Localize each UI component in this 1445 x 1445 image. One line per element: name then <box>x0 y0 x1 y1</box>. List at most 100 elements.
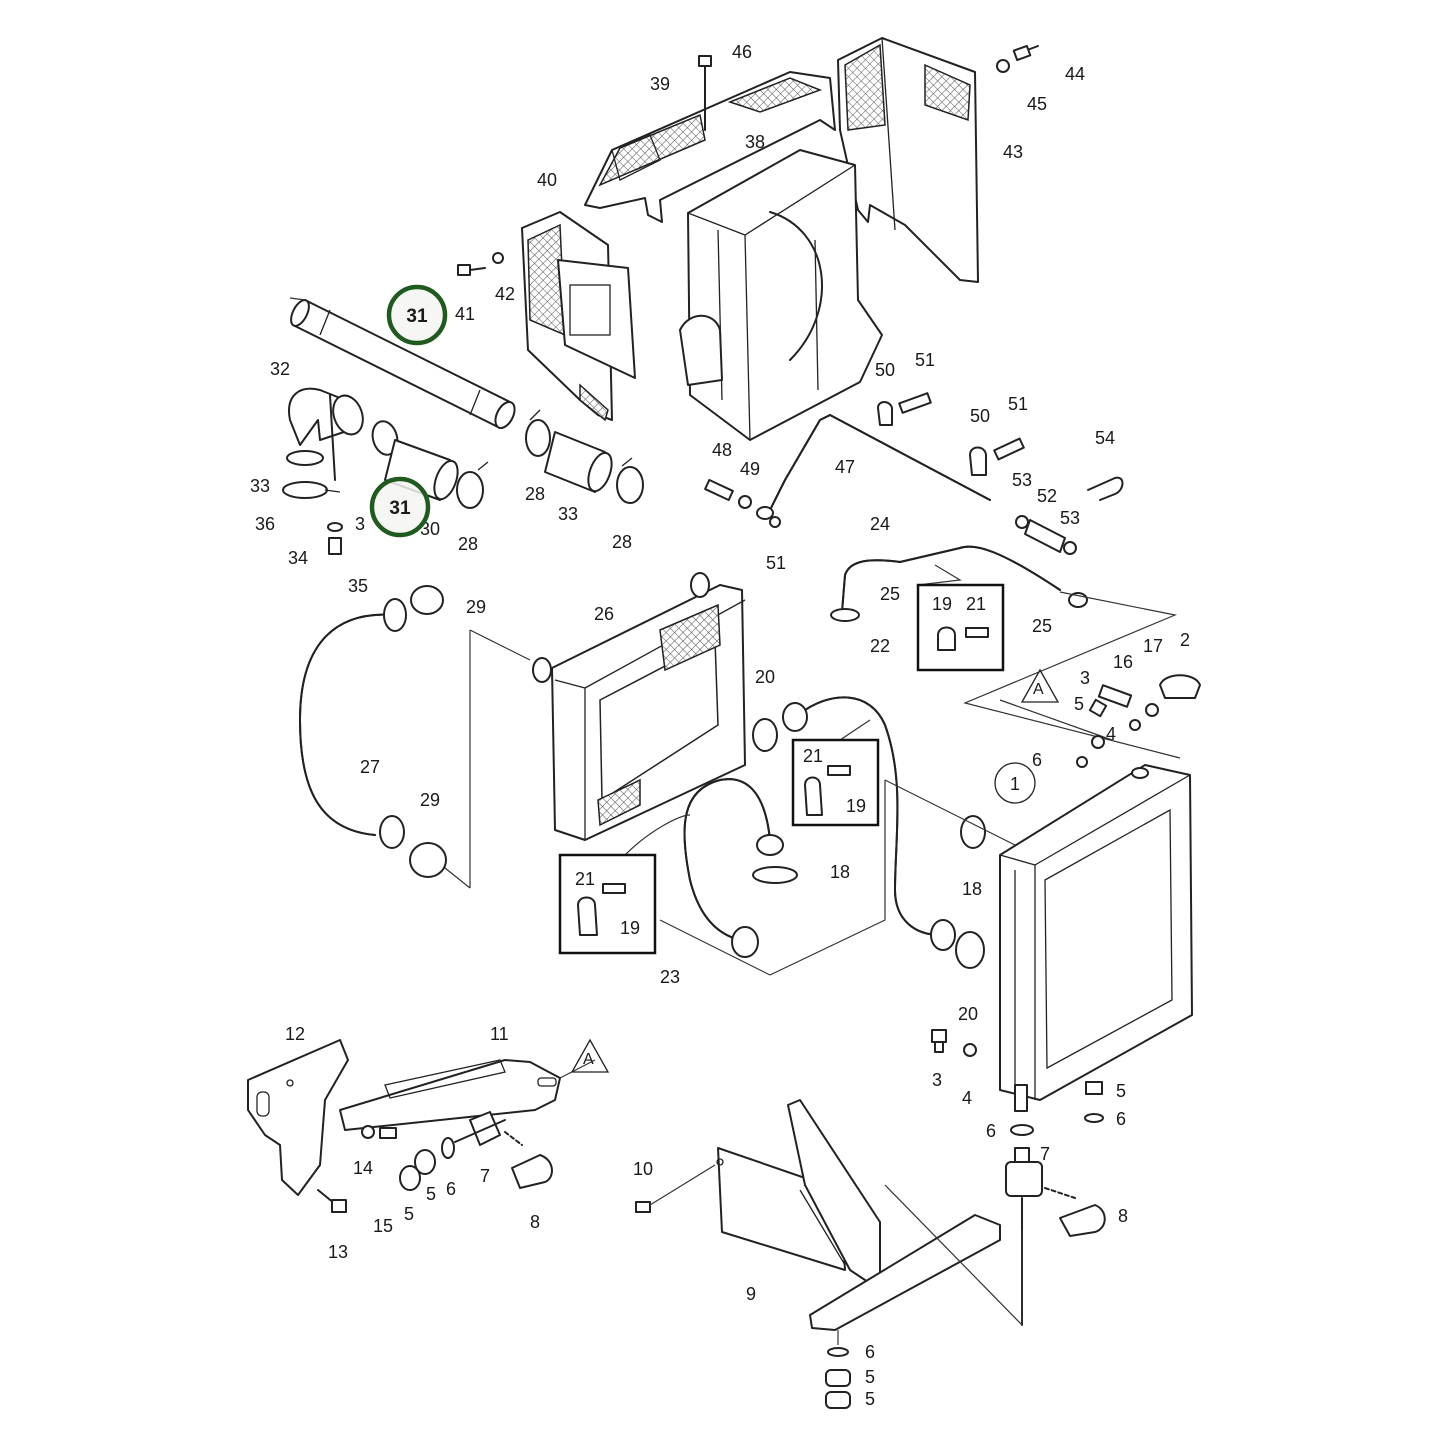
label-20: 20 <box>755 667 775 687</box>
label-5: 5 <box>404 1204 414 1224</box>
bolt-3b-washer-4b <box>931 1029 977 1057</box>
clamp-36 <box>282 481 341 499</box>
label-24: 24 <box>870 514 890 534</box>
bolt-48-49 <box>704 478 752 509</box>
label-18: 18 <box>830 862 850 882</box>
stack-6-5-5 <box>825 1347 851 1409</box>
label-44: 44 <box>1065 64 1085 84</box>
label-38: 38 <box>745 132 765 152</box>
label-6: 6 <box>1116 1109 1126 1129</box>
label-19: 19 <box>620 918 640 938</box>
label-4: 4 <box>1106 724 1116 744</box>
label-54: 54 <box>1095 428 1115 448</box>
label-39: 39 <box>650 74 670 94</box>
label-52: 52 <box>1037 486 1057 506</box>
side-panel-43 <box>837 37 979 283</box>
o-ring-33a <box>286 450 324 466</box>
label-8: 8 <box>530 1212 540 1232</box>
label-46: 46 <box>732 42 752 62</box>
label-28: 28 <box>458 534 478 554</box>
label-49: 49 <box>740 459 760 479</box>
cap-2 <box>1159 674 1201 699</box>
label-29: 29 <box>420 790 440 810</box>
highlight-label-31: 31 <box>406 306 428 327</box>
label-6: 6 <box>865 1342 875 1362</box>
charge-air-tube-31 <box>290 299 516 429</box>
label-48: 48 <box>712 440 732 460</box>
label-3: 3 <box>932 1070 942 1090</box>
label-34: 34 <box>288 548 308 568</box>
label-27: 27 <box>360 757 380 777</box>
bolt-13 <box>317 1189 347 1213</box>
label-32: 32 <box>270 359 290 379</box>
clamp-30 <box>371 420 399 456</box>
label-11: 11 <box>490 1024 509 1044</box>
label-53: 53 <box>1012 470 1032 490</box>
clip-19-21-a <box>937 626 989 651</box>
label-18: 18 <box>962 879 982 899</box>
hose-24 <box>841 545 1061 613</box>
pin-54 <box>1087 476 1124 501</box>
clip-8a <box>511 1154 553 1189</box>
highlight-31-lower[interactable]: 31 <box>369 476 431 538</box>
label-5: 5 <box>865 1389 875 1409</box>
label-2: 2 <box>1180 630 1190 650</box>
label-43: 43 <box>1003 142 1023 162</box>
label-47: 47 <box>835 457 855 477</box>
bracket-11 <box>339 1059 561 1131</box>
label-29: 29 <box>466 597 486 617</box>
clamp-18a <box>752 866 798 884</box>
hose-33b <box>544 431 613 493</box>
label-15: 15 <box>373 1216 393 1236</box>
panel-40 <box>521 211 636 422</box>
bolt-10 <box>635 1164 716 1213</box>
label-7: 7 <box>1040 1144 1050 1164</box>
clip-19-21-b <box>804 765 851 816</box>
clamp-20a <box>752 718 778 752</box>
label-53: 53 <box>1060 508 1080 528</box>
radiator-1 <box>999 764 1193 1112</box>
label-25: 25 <box>1032 616 1052 636</box>
bolt-14-15 <box>361 1125 397 1139</box>
highlight-label-31: 31 <box>389 498 411 519</box>
label-19: 19 <box>846 796 866 816</box>
label-28: 28 <box>612 532 632 552</box>
nut-washer-5-6 <box>1084 1081 1104 1123</box>
clamp-29a <box>410 585 444 615</box>
label-41: 41 <box>455 304 475 324</box>
fan-shroud-38 <box>679 149 883 441</box>
label-3: 3 <box>1080 668 1090 688</box>
ref-circle-1 <box>994 762 1036 804</box>
connector-52-53 <box>1015 515 1077 555</box>
label-45: 45 <box>1027 94 1047 114</box>
bolt-44 <box>996 44 1039 73</box>
clip-19-21-c <box>577 883 626 936</box>
washer-51c <box>769 516 781 528</box>
label-50: 50 <box>875 360 895 380</box>
sensor-16-17 <box>1097 684 1159 731</box>
label-1: 1 <box>1010 774 1020 794</box>
bracket-50b <box>969 437 1025 476</box>
ref-triangle-a1 <box>1020 668 1060 703</box>
clamp-28b <box>525 409 551 457</box>
highlight-31-upper[interactable]: 31 <box>386 284 448 346</box>
label-23: 23 <box>660 967 680 987</box>
clamp-18b <box>960 815 986 849</box>
label-17: 17 <box>1143 636 1163 656</box>
label-5: 5 <box>865 1367 875 1387</box>
label-21: 21 <box>803 746 823 766</box>
fittings-3-4-5 <box>1076 698 1108 768</box>
bracket-12 <box>247 1039 349 1196</box>
elbow-32 <box>288 387 364 481</box>
bolt-41 <box>457 252 504 276</box>
label-5: 5 <box>426 1184 436 1204</box>
label-42: 42 <box>495 284 515 304</box>
charge-air-cooler-26 <box>532 572 746 841</box>
nuts-5-6-lower-left <box>399 1137 455 1191</box>
label-28: 28 <box>525 484 545 504</box>
hose-27 <box>299 598 407 849</box>
label-5: 5 <box>1116 1081 1126 1101</box>
hose-22 <box>782 696 956 951</box>
bracket-9 <box>716 1099 1001 1331</box>
